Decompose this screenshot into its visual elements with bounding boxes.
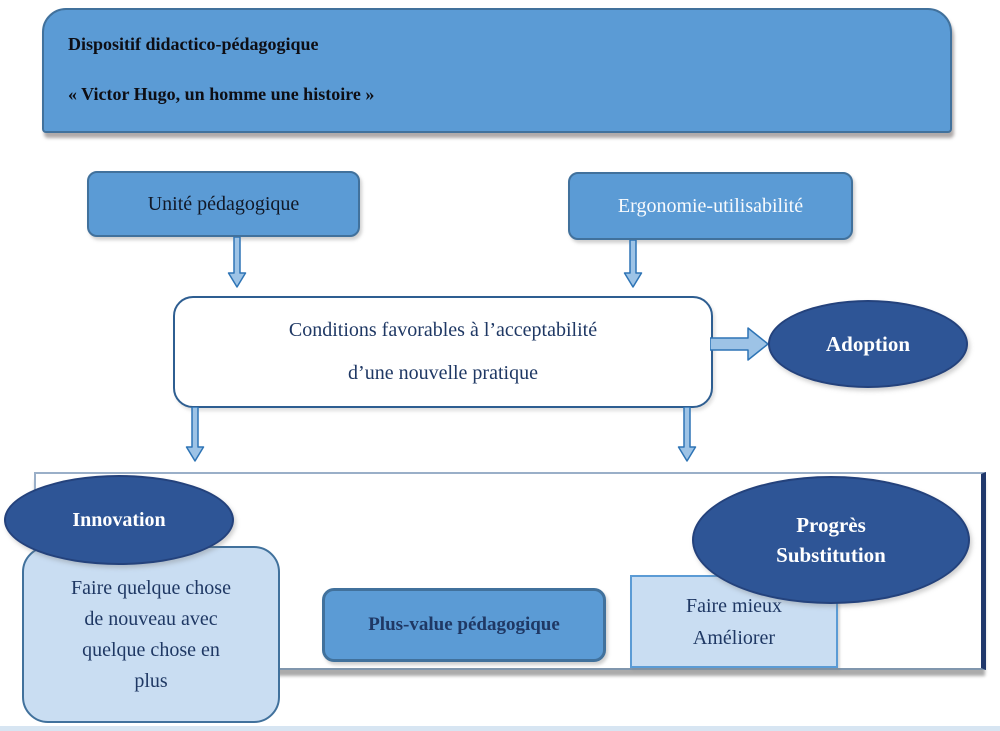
conditions-line1: Conditions favorables à l’acceptabilité	[288, 318, 598, 341]
node-faire-quelque-chose: Faire quelque chose de nouveau avec quel…	[22, 546, 280, 723]
banner-title: Dispositif didactico-pédagogique	[68, 34, 319, 54]
faire-nouveau-line: plus	[134, 669, 168, 692]
node-conditions-favorables: Conditions favorables à l’acceptabilité …	[173, 296, 713, 408]
conditions-line2: d’une nouvelle pratique	[348, 362, 538, 385]
node-innovation: Innovation	[4, 475, 234, 565]
down-arrow-icon	[227, 237, 247, 288]
page-edge-strip	[0, 726, 1000, 731]
adoption-label: Adoption	[825, 331, 911, 356]
title-banner: Dispositif didactico-pédagogique « Victo…	[42, 8, 952, 133]
node-plus-value-pedagogique: Plus-value pédagogique	[322, 588, 606, 662]
node-unite-label: Unité pédagogique	[147, 192, 300, 215]
down-arrow-icon	[623, 240, 643, 288]
down-arrow-icon	[677, 407, 697, 462]
right-arrow-icon	[710, 327, 769, 361]
node-ergonomie-label: Ergonomie-utilisabilité	[617, 194, 804, 217]
faire-mieux-line: Faire mieux	[685, 594, 783, 617]
progres-line: Progrès	[796, 512, 866, 537]
node-ergonomie-utilisabilite: Ergonomie-utilisabilité	[568, 172, 853, 240]
node-progres-substitution: Progrès Substitution	[692, 476, 970, 604]
node-adoption: Adoption	[768, 300, 968, 388]
faire-nouveau-line: Faire quelque chose	[71, 576, 231, 599]
faire-nouveau-line: de nouveau avec	[84, 607, 218, 630]
faire-nouveau-line: quelque chose en	[82, 638, 220, 661]
innovation-label: Innovation	[72, 508, 166, 531]
banner-subtitle: « Victor Hugo, un homme une histoire »	[68, 84, 375, 104]
progres-line: Substitution	[776, 543, 886, 567]
node-unite-pedagogique: Unité pédagogique	[87, 171, 360, 237]
faire-mieux-line: Améliorer	[692, 626, 776, 649]
plus-value-label: Plus-value pédagogique	[368, 614, 560, 635]
down-arrow-icon	[185, 407, 205, 462]
